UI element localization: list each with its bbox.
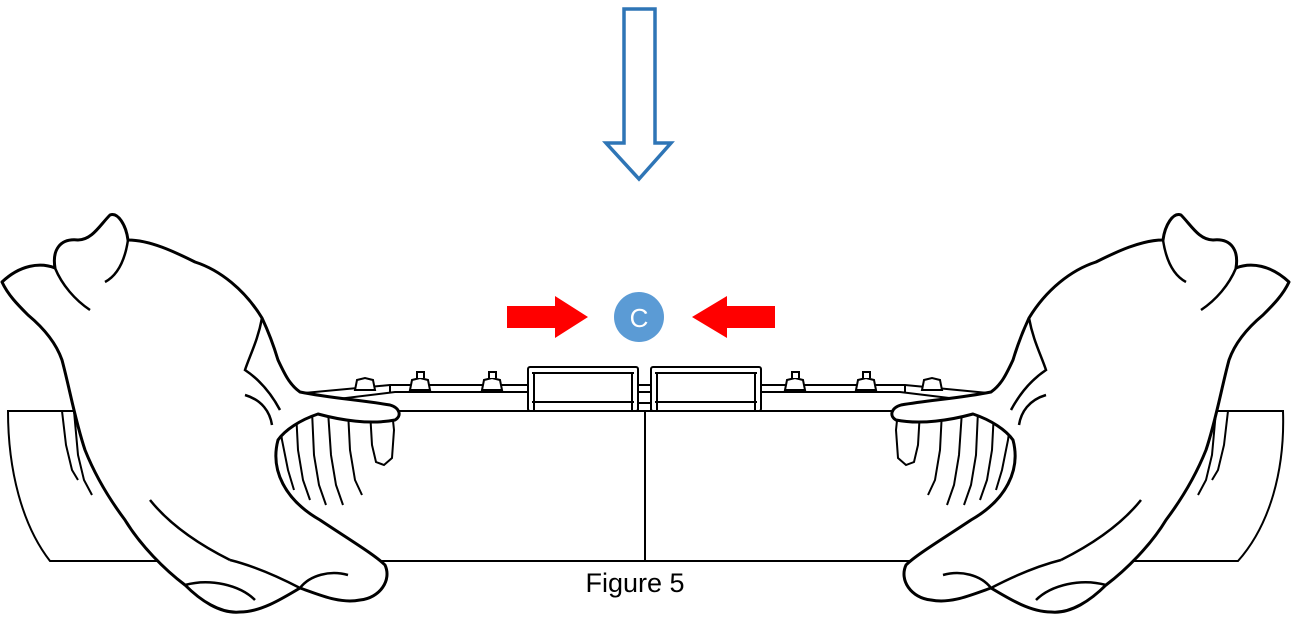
callout-circle-icon <box>614 292 664 342</box>
center-latches <box>527 366 762 412</box>
callout-label: C <box>630 303 649 333</box>
grip-ridges-right <box>894 410 1229 506</box>
right-hand-details <box>942 239 1238 601</box>
right-hand-outline <box>890 213 1291 614</box>
device-bumps <box>353 371 944 391</box>
left-hand-details <box>53 239 349 601</box>
squeeze-left-arrow-icon <box>692 296 775 338</box>
push-down-arrow-icon <box>602 7 675 182</box>
figure-caption: Figure 5 <box>585 568 684 598</box>
squeeze-right-arrow-icon <box>507 296 588 338</box>
grip-ridges-left <box>61 410 396 506</box>
left-hand-outline <box>0 213 401 614</box>
